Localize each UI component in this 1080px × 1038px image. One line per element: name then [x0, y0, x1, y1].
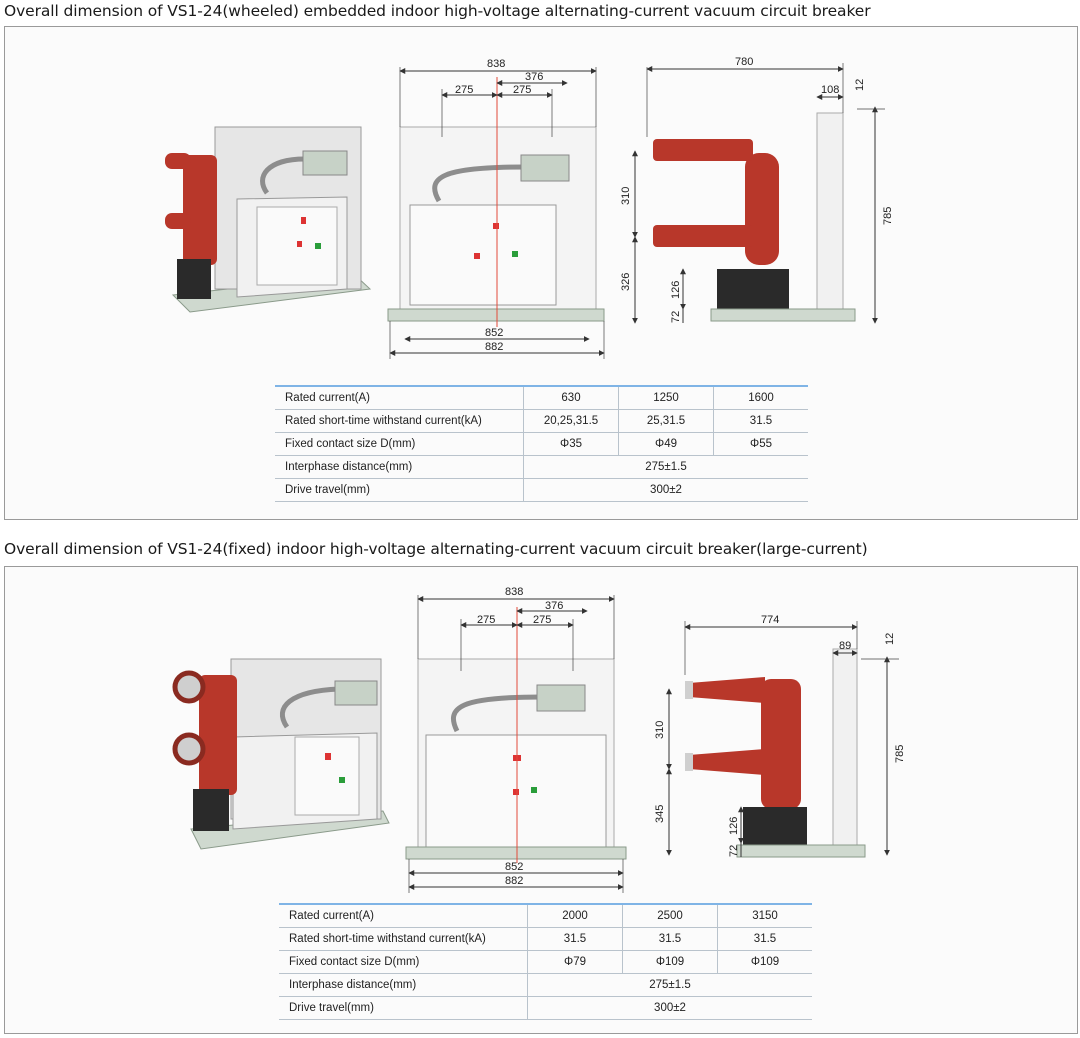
row-label: Interphase distance(mm) — [279, 973, 528, 997]
spec-table-wheeled: Rated current(A) 630 1250 1600 Rated sho… — [275, 385, 808, 502]
cell-value: 275±1.5 — [527, 973, 812, 997]
cell-value: Φ49 — [618, 432, 714, 456]
table-row: Rated current(A) 2000 2500 3150 — [279, 903, 812, 928]
front-dim-bottom-inner: 852 — [485, 327, 503, 339]
cell-value: 2000 — [527, 903, 623, 928]
side-dim-lower: 326 — [620, 273, 632, 291]
side-dim-top-small: 12 — [854, 79, 866, 91]
cell-value: 31.5 — [713, 409, 808, 433]
side-dim-depth: 774 — [761, 614, 779, 626]
side-view-drawing: 780 108 12 785 310 326 126 72 — [620, 56, 894, 324]
front-dim-phase-right: 275 — [513, 84, 531, 96]
table-row: Drive travel(mm) 300±2 — [275, 478, 808, 502]
cell-value: Φ109 — [717, 950, 812, 974]
cell-value: Φ35 — [523, 432, 619, 456]
dimension-drawing: 838 376 275 275 852 882 — [172, 586, 906, 893]
dimension-panel-wheeled: 838 376 275 275 852 882 780 — [4, 26, 1078, 520]
cell-value: Φ79 — [527, 950, 623, 974]
cell-value: 31.5 — [622, 927, 718, 951]
row-label: Drive travel(mm) — [279, 996, 528, 1020]
side-dim-lower: 345 — [654, 805, 666, 823]
front-dim-offset: 376 — [545, 600, 563, 612]
front-view-drawing: 838 376 275 275 852 882 — [387, 58, 605, 359]
cell-value: 630 — [523, 385, 619, 410]
cell-value: 1600 — [713, 385, 808, 410]
side-dim-height: 785 — [894, 745, 906, 763]
front-dim-phase-left: 275 — [477, 614, 495, 626]
side-dim-base-upper: 126 — [670, 281, 682, 299]
cell-value: 300±2 — [527, 996, 812, 1020]
row-label: Fixed contact size D(mm) — [275, 432, 524, 456]
breaker-isometric-illustration — [165, 126, 372, 313]
table-row: Rated short-time withstand current(kA) 2… — [275, 409, 808, 433]
row-label: Rated current(A) — [275, 385, 524, 410]
side-dim-top-small: 12 — [884, 633, 896, 645]
dimension-panel-fixed: 838 376 275 275 852 882 — [4, 566, 1078, 1034]
side-dim-base-lower: 72 — [728, 845, 740, 857]
cell-value: 20,25,31.5 — [523, 409, 619, 433]
cell-value: 1250 — [618, 385, 714, 410]
side-dim-interphase: 310 — [620, 187, 632, 205]
front-view-drawing: 838 376 275 275 852 882 — [405, 586, 627, 893]
cell-value: 31.5 — [717, 927, 812, 951]
cell-value: Φ55 — [713, 432, 808, 456]
front-dim-phase-right: 275 — [533, 614, 551, 626]
cell-value: 31.5 — [527, 927, 623, 951]
cell-value: 300±2 — [523, 478, 808, 502]
front-dim-overall: 838 — [487, 58, 505, 70]
cell-value: 25,31.5 — [618, 409, 714, 433]
breaker-isometric-illustration — [172, 658, 390, 850]
front-dim-bottom-outer: 882 — [485, 341, 503, 353]
row-label: Rated short-time withstand current(kA) — [275, 409, 524, 433]
side-dim-interphase: 310 — [654, 721, 666, 739]
side-dim-depth: 780 — [735, 56, 753, 68]
side-dim-base-upper: 126 — [728, 817, 740, 835]
dimension-drawing: 838 376 275 275 852 882 780 — [165, 56, 894, 359]
front-dim-phase-left: 275 — [455, 84, 473, 96]
front-dim-bottom-inner: 852 — [505, 861, 523, 873]
table-row: Rated current(A) 630 1250 1600 — [275, 385, 808, 410]
table-row: Rated short-time withstand current(kA) 3… — [279, 927, 812, 951]
side-view-drawing: 774 89 12 785 310 345 126 72 — [654, 614, 906, 858]
side-dim-base-lower: 72 — [670, 311, 682, 323]
front-dim-offset: 376 — [525, 71, 543, 83]
cell-value: 3150 — [717, 903, 812, 928]
front-dim-bottom-outer: 882 — [505, 875, 523, 887]
table-row: Fixed contact size D(mm) Φ35 Φ49 Φ55 — [275, 432, 808, 456]
side-dim-top-offset: 89 — [839, 640, 851, 652]
table-row: Interphase distance(mm) 275±1.5 — [275, 455, 808, 479]
table-row: Drive travel(mm) 300±2 — [279, 996, 812, 1020]
section-title: Overall dimension of VS1-24(wheeled) emb… — [4, 2, 871, 20]
side-dim-height: 785 — [882, 207, 894, 225]
row-label: Fixed contact size D(mm) — [279, 950, 528, 974]
row-label: Interphase distance(mm) — [275, 455, 524, 479]
section-title: Overall dimension of VS1-24(fixed) indoo… — [4, 540, 868, 558]
side-dim-top-offset: 108 — [821, 84, 839, 96]
cell-value: 275±1.5 — [523, 455, 808, 479]
spec-table-fixed: Rated current(A) 2000 2500 3150 Rated sh… — [279, 903, 812, 1020]
row-label: Rated current(A) — [279, 903, 528, 928]
cell-value: 2500 — [622, 903, 718, 928]
row-label: Drive travel(mm) — [275, 478, 524, 502]
table-row: Interphase distance(mm) 275±1.5 — [279, 973, 812, 997]
table-row: Fixed contact size D(mm) Φ79 Φ109 Φ109 — [279, 950, 812, 974]
cell-value: Φ109 — [622, 950, 718, 974]
front-dim-overall: 838 — [505, 586, 523, 598]
row-label: Rated short-time withstand current(kA) — [279, 927, 528, 951]
